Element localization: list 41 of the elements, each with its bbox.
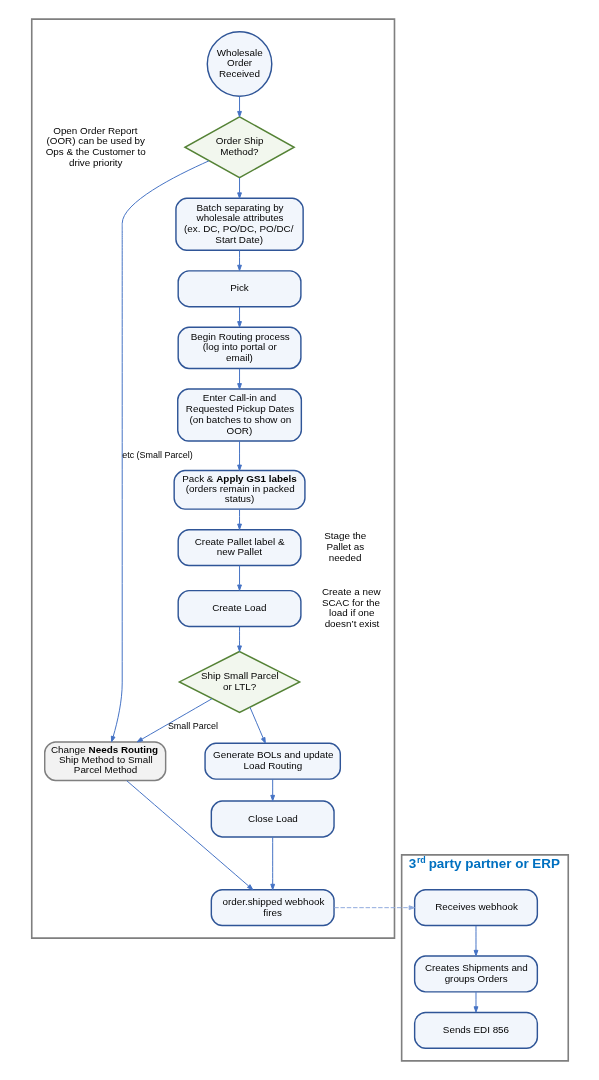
edge-label: etc (Small Parcel) [121,450,193,461]
node-box: Pack & Apply GS1 labels (orders remain in packed status) [172,469,306,510]
node-diamond: Ship Small Parcel or LTL? [177,650,301,714]
arrow [125,780,253,891]
node-box: Change Needs Routing Ship Method to Small Parcel Method [43,741,166,782]
arrow [236,249,242,272]
node-box: Creates Shipments and groups Orders [413,955,538,993]
arrow [236,565,242,591]
arrow [236,368,242,390]
node-box: Generate BOLs and update Load Routing [203,742,341,780]
arrow [269,778,275,802]
arrow [269,836,275,891]
arrow [236,440,242,471]
node-diamond: Order Ship Method? [182,116,296,179]
arrow [473,991,478,1013]
node-box: Create Pallet label & new Pallet [176,529,302,567]
node-box: Begin Routing process (log into portal or email) [176,326,302,370]
label: Open Order Report (OOR) can be used by Ops & the Customer to drive priority [45,124,146,168]
arrow [236,177,242,199]
node-box: Batch separating by wholesale attributes (ex. DC, PO/DC, PO/DC/ Start Date) [174,197,304,251]
node-label: Create a new SCAC for the load if one doesn’t exist [321,585,381,630]
arrow [110,160,209,743]
node-box: Pick [176,270,302,308]
arrow [236,508,242,530]
arrow [473,925,478,957]
arrow [236,306,242,328]
arrow [236,626,242,652]
arrow [249,706,266,744]
node-box: Sends EDI 856 [413,1011,538,1049]
arrow [333,905,415,911]
node-box: order.shipped webhook fires [210,889,335,927]
arrow [136,698,213,743]
arrow [236,95,242,118]
edge-label: Small Parcel [167,721,218,732]
node-circle: Wholesale Order Received [206,31,272,97]
node-box: Receives webhook [413,889,538,927]
cluster [30,18,395,939]
node-box: Enter Call-in and Requested Pickup Dates (on batches to show on OOR) [176,388,302,442]
node-box: Create Load [176,589,302,628]
node-box: Close Load [210,800,335,838]
node-label: Stage the Pallet as needed [323,530,366,563]
